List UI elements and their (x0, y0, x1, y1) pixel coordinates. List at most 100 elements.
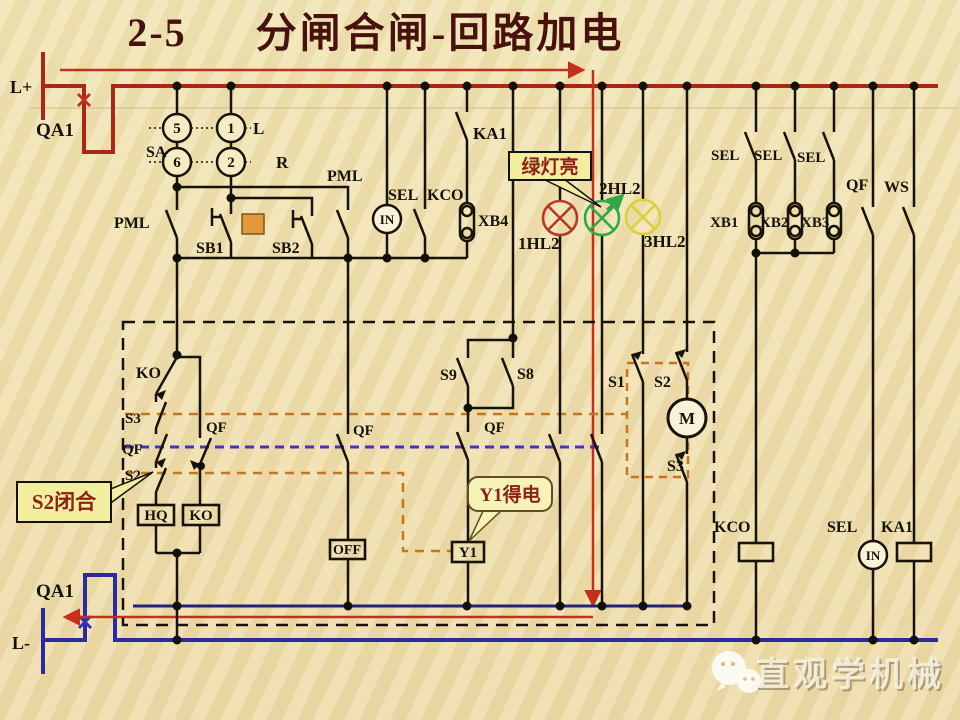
device-boxes (136, 503, 486, 564)
label-s3-right: S3 (667, 458, 684, 475)
label-sel-top: SEL (388, 187, 418, 204)
components (136, 112, 933, 571)
selector-dotted-links (149, 127, 251, 163)
title-text: 分闸合闸-回路加电 (256, 10, 625, 56)
label-kco-coil: KCO (714, 519, 750, 536)
lamp-1hl2-red (541, 199, 579, 237)
label-s1: S1 (608, 374, 625, 391)
label-2hl2: 2HL2 (599, 179, 641, 198)
label-qa1-top: QA1 (36, 120, 74, 141)
callout-s2-closed: S2闭合 (16, 471, 154, 523)
label-in-bottom: IN (866, 548, 881, 563)
callout-green-lamp-text: 绿灯亮 (521, 155, 578, 178)
label-sa: SA (146, 144, 167, 161)
wiring (154, 86, 916, 640)
y1-box (450, 540, 486, 564)
lamp-3hl2-yellow (624, 198, 662, 236)
indicator-lamps (541, 198, 662, 237)
wechat-icon (712, 651, 761, 693)
label-l-minus: L- (12, 633, 30, 653)
label-sel-r1: SEL (711, 148, 739, 164)
label-ws: WS (884, 179, 909, 196)
hq-box-label: HQ (144, 508, 168, 524)
ka1-coil-symbol (895, 541, 933, 563)
label-sel-r2: SEL (754, 148, 782, 164)
ko-box-label: KO (189, 508, 212, 524)
highlight-square (241, 213, 265, 235)
junction-dots (172, 81, 919, 645)
label-qf-mid: QF (206, 420, 227, 436)
in-coil-bottom (857, 539, 889, 571)
label-1hl2: 1HL2 (518, 234, 560, 253)
label-ko-contact: KO (136, 365, 161, 382)
watermark: 直观学机械 直观学机械 (712, 651, 947, 696)
xb1-symbol (747, 201, 765, 241)
positive-rail (41, 52, 938, 154)
label-xb1: XB1 (710, 215, 738, 231)
label-3hl2: 3HL2 (644, 232, 686, 251)
label-s9: S9 (440, 367, 457, 384)
label-qa1-bottom: QA1 (36, 581, 74, 602)
watermark-text-shadow: 直观学机械 (757, 657, 947, 696)
label-qf-y1: QF (484, 420, 505, 436)
selector-contact-6: 6 (173, 155, 181, 171)
green-lamp-arrow (605, 193, 625, 213)
label-qf-right: QF (846, 177, 868, 194)
xb4-symbol (458, 201, 476, 243)
mechanism-dashed-box (121, 320, 716, 627)
label-sb2: SB2 (272, 240, 300, 257)
callouts: 绿灯亮 S2闭合 Y1得电 (16, 151, 602, 542)
label-xb2: XB2 (760, 215, 788, 231)
label-s8: S8 (517, 366, 534, 383)
breaker-open-mark-top (76, 92, 92, 108)
motor-circle (666, 397, 708, 439)
label-ka1-coil: KA1 (881, 519, 913, 536)
label-s3-left: S3 (125, 411, 141, 427)
hq-box (136, 503, 176, 527)
label-xb4: XB4 (478, 213, 508, 230)
label-ka1-top: KA1 (473, 124, 507, 143)
off-box (328, 538, 367, 561)
callout-y1-energized: Y1得电 (467, 476, 553, 542)
y1-box-label: Y1 (459, 545, 477, 561)
label-sa-r: R (276, 153, 289, 172)
annotation-dashes (121, 320, 716, 627)
callout-s2-closed-text: S2闭合 (32, 490, 97, 514)
label-sb1: SB1 (196, 240, 224, 257)
ko-box (181, 503, 221, 527)
label-qf-off: QF (353, 423, 374, 439)
label-in-top: IN (380, 212, 395, 227)
title-number: 2-5 (127, 10, 186, 55)
slide-title: 2-5 分闸合闸-回路加电 (127, 10, 625, 56)
label-pml-mid: PML (327, 168, 363, 185)
negative-rail (41, 573, 938, 674)
selector-contact-2: 2 (227, 155, 235, 171)
contact-barbs (156, 349, 686, 470)
xb-connectors (458, 201, 843, 243)
label-s2-right: S2 (654, 374, 671, 391)
xb2-symbol (786, 201, 804, 241)
watermark-text: 直观学机械 (755, 655, 945, 694)
xb3-symbol (825, 201, 843, 241)
lamp-2hl2-green (583, 199, 621, 237)
in-coil-top (371, 203, 403, 235)
selector-contacts (161, 112, 247, 178)
label-xb3: XB3 (801, 215, 829, 231)
label-pml-left: PML (114, 215, 150, 232)
label-sel-r3: SEL (797, 150, 825, 166)
selector-contact-1: 1 (227, 121, 235, 137)
selector-contact-5: 5 (173, 121, 181, 137)
diagram-labels: L+ QA1 SA L R 5 1 6 2 PML SB1 SB2 PML SE… (10, 77, 913, 653)
label-kco-top: KCO (427, 187, 463, 204)
label-qf-left: QF (122, 442, 143, 458)
label-l-plus: L+ (10, 77, 32, 97)
kco-coil-symbol (737, 541, 775, 563)
label-sel-coil: SEL (827, 519, 857, 536)
label-sa-l: L (253, 119, 264, 138)
current-flow-arrows (60, 61, 602, 626)
label-motor: M (679, 409, 695, 428)
callout-green-lamp: 绿灯亮 (508, 151, 602, 208)
callout-y1-energized-text: Y1得电 (479, 483, 540, 506)
